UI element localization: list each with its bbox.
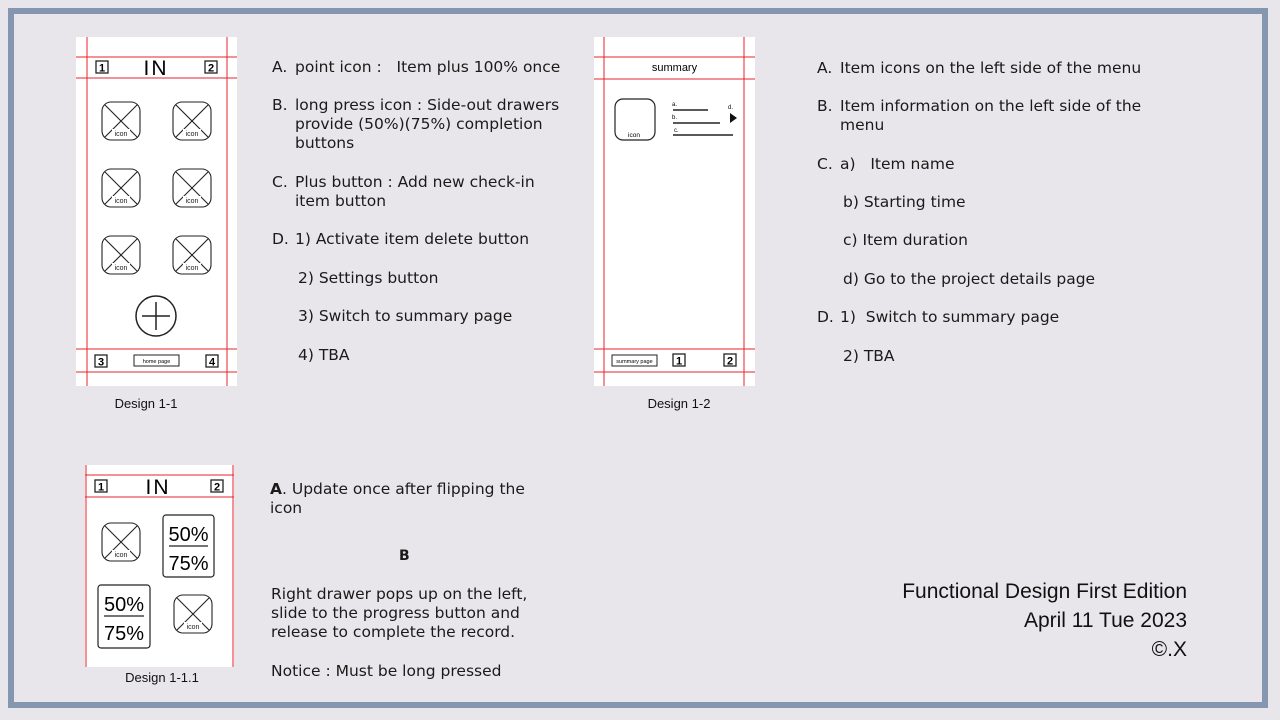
design-1-2-notes: A. Item icons on the left side of the men… bbox=[817, 59, 1197, 379]
item-icon[interactable]: icon bbox=[172, 235, 212, 275]
note-b-text: Right drawer pops up on the left, slide … bbox=[271, 585, 528, 641]
note-label: A. bbox=[272, 58, 288, 76]
note-label: D. bbox=[817, 308, 834, 326]
note-text: 2) Settings button bbox=[298, 269, 439, 287]
note-text: Item icons on the left side of the menu bbox=[840, 59, 1142, 77]
note-a-label: A bbox=[270, 480, 282, 498]
badge-4-text[interactable]: 4 bbox=[209, 357, 216, 369]
notice-text: Notice : Must be long pressed bbox=[271, 662, 502, 680]
badge-1-text[interactable]: 1 bbox=[99, 63, 105, 75]
pct-50-label[interactable]: 50% bbox=[168, 524, 208, 546]
details-arrow-icon[interactable] bbox=[730, 113, 737, 123]
credit-date: April 11 Tue 2023 bbox=[1023, 609, 1187, 632]
plus-icon[interactable] bbox=[135, 295, 177, 337]
design-1-1-mockup: 1 2 IN icon icon icon icon icon icon 3 4 home… bbox=[76, 37, 237, 386]
icon-label: icon bbox=[115, 131, 128, 138]
note-text: point icon : Item plus 100% once bbox=[295, 58, 561, 76]
note-text: Plus button : Add new check-in item butt… bbox=[295, 173, 535, 210]
note-text: 1) Activate item delete button bbox=[295, 230, 530, 248]
badge-2-text[interactable]: 2 bbox=[208, 63, 214, 75]
note-label: D. bbox=[272, 230, 289, 248]
note-text: 1) Switch to summary page bbox=[840, 308, 1060, 326]
progress-box-top[interactable] bbox=[162, 514, 215, 578]
item-icon[interactable]: icon bbox=[172, 168, 212, 208]
design-1-2-mockup: summary icon a. b. c. d. summary page 1 … bbox=[594, 37, 755, 386]
note-label: B. bbox=[817, 97, 833, 115]
design-1-1-1-notes: A. Update once after flipping the icon B… bbox=[270, 480, 570, 685]
header-title: IN bbox=[146, 476, 171, 499]
note-text: d) Go to the project details page bbox=[843, 270, 1096, 288]
note-text: b) Starting time bbox=[843, 193, 966, 211]
badge-1-text[interactable]: 1 bbox=[676, 356, 682, 368]
line-label-c: c. bbox=[674, 128, 679, 134]
item-icon[interactable] bbox=[614, 98, 656, 141]
summary-page-button[interactable]: summary page bbox=[616, 359, 652, 365]
line-label-a: a. bbox=[672, 102, 677, 108]
summary-title: summary bbox=[652, 62, 698, 74]
badge-1-text[interactable]: 1 bbox=[98, 482, 104, 494]
icon-grid: icon icon icon icon icon icon bbox=[101, 101, 212, 275]
note-a-text: . Update once after flipping the icon bbox=[270, 480, 525, 517]
pct-50-label[interactable]: 50% bbox=[104, 594, 144, 616]
item-icon[interactable]: icon bbox=[101, 235, 141, 275]
note-text: a) Item name bbox=[840, 155, 955, 173]
note-text: long press icon : Side-out drawers provi… bbox=[295, 96, 560, 152]
item-icon[interactable]: icon bbox=[101, 168, 141, 208]
design-1-1-1-mockup: 1 2 IN icon icon 50% 75% 50% 75% bbox=[85, 465, 234, 667]
line-label-d: d. bbox=[728, 105, 733, 111]
pct-75-label[interactable]: 75% bbox=[104, 623, 144, 645]
home-page-button[interactable]: home page bbox=[143, 359, 171, 365]
note-label: C. bbox=[817, 155, 833, 173]
badge-3-text[interactable]: 3 bbox=[98, 357, 104, 369]
design-1-1-notes: A. point icon : Item plus 100% once B. lon… bbox=[272, 58, 572, 378]
icon-grid: icon icon bbox=[101, 522, 213, 634]
note-text: 3) Switch to summary page bbox=[298, 307, 513, 325]
icon-label: icon bbox=[628, 132, 640, 139]
note-text: c) Item duration bbox=[843, 231, 968, 249]
icon-label: icon bbox=[186, 265, 199, 272]
design-1-1-1-caption: Design 1-1.1 bbox=[125, 670, 199, 685]
design-1-2-caption: Design 1-2 bbox=[647, 396, 711, 411]
note-b-label: B bbox=[399, 548, 410, 564]
credit-title: Functional Design First Edition bbox=[902, 580, 1187, 603]
icon-label: icon bbox=[115, 265, 128, 272]
badge-2-text[interactable]: 2 bbox=[214, 482, 220, 494]
note-text: 4) TBA bbox=[298, 346, 350, 364]
badge-2-text[interactable]: 2 bbox=[727, 356, 733, 368]
item-icon[interactable]: icon bbox=[101, 522, 141, 562]
note-label: B. bbox=[272, 96, 288, 114]
item-icon[interactable]: icon bbox=[172, 101, 212, 141]
pct-75-label[interactable]: 75% bbox=[168, 553, 208, 575]
badge-1-box bbox=[95, 60, 109, 74]
icon-label: icon bbox=[115, 198, 128, 205]
item-icon[interactable]: icon bbox=[101, 101, 141, 141]
icon-label: icon bbox=[187, 624, 200, 631]
credit-author: ©.X bbox=[1151, 638, 1187, 661]
line-label-b: b. bbox=[672, 115, 677, 121]
icon-label: icon bbox=[186, 198, 199, 205]
item-icon[interactable]: icon bbox=[173, 594, 213, 634]
note-text: Item information on the left side of the… bbox=[840, 97, 1142, 134]
note-text: 2) TBA bbox=[843, 347, 895, 365]
icon-label: icon bbox=[186, 131, 199, 138]
icon-label: icon bbox=[115, 552, 128, 559]
progress-box-bottom[interactable] bbox=[97, 584, 151, 649]
header-title: IN bbox=[144, 57, 169, 80]
note-label: A. bbox=[817, 59, 833, 77]
design-1-1-caption: Design 1-1 bbox=[114, 396, 178, 411]
credit-block: Functional Design First Edition April 11… bbox=[902, 577, 1187, 664]
note-label: C. bbox=[272, 173, 288, 191]
